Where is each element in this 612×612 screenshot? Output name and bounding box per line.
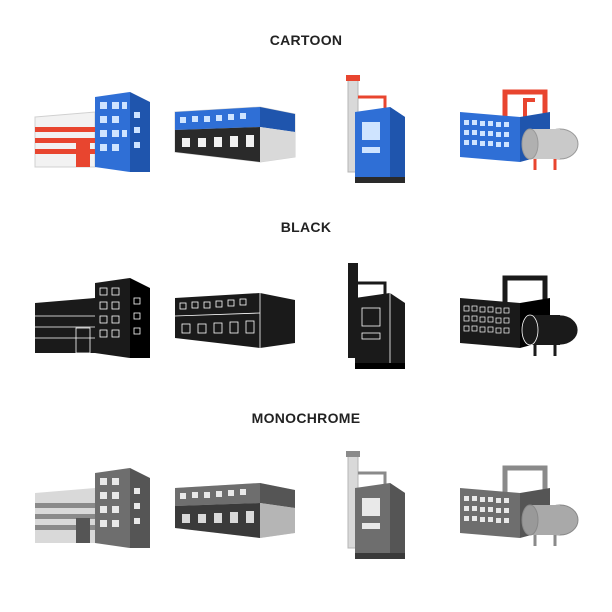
office-building-icon [30,258,160,368]
tank-plant-icon [450,72,590,182]
warehouse-icon [170,448,300,558]
warehouse-icon [170,258,300,368]
warehouse-icon [170,72,300,182]
tank-plant-icon [450,448,590,558]
boiler-tower-icon [330,72,420,192]
office-building-icon [30,448,160,558]
section-title-monochrome: MONOCHROME [251,410,361,426]
section-title-black: BLACK [280,219,332,235]
section-title-cartoon: CARTOON [269,32,343,48]
icon-row-black [0,258,612,378]
boiler-tower-icon [330,448,420,568]
boiler-tower-icon [330,258,420,378]
tank-plant-icon [450,258,590,368]
icon-row-cartoon [0,72,612,192]
icon-row-monochrome [0,448,612,568]
office-building-icon [30,72,160,182]
